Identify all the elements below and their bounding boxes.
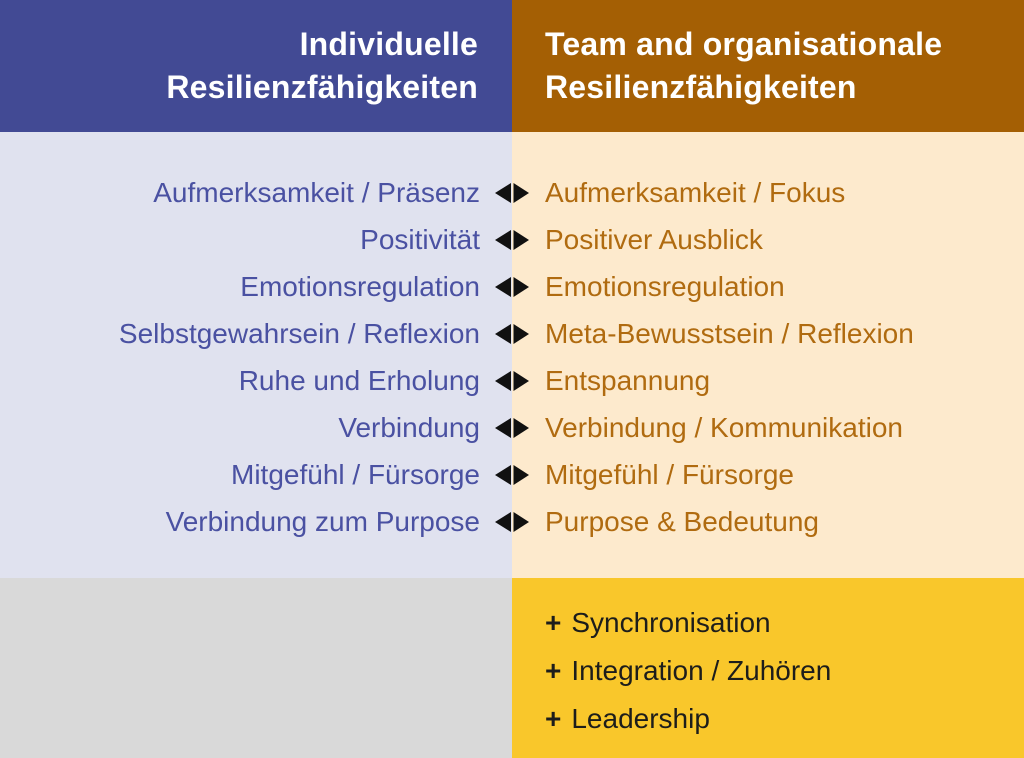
header-individual-line1: Individuelle bbox=[299, 26, 478, 62]
left-right-diamond-arrow-icon bbox=[480, 276, 544, 297]
header-team-org-line1: Team and organisationale bbox=[545, 26, 943, 62]
mapping-band: Aufmerksamkeit / Präsenz Aufmerksamkeit … bbox=[0, 132, 1024, 578]
mapping-row: Verbindung zum Purpose Purpose & Bedeutu… bbox=[0, 498, 1024, 545]
left-right-diamond-arrow-icon bbox=[480, 182, 544, 203]
individual-skill-label: Positivität bbox=[360, 223, 480, 255]
team-addition-label: Integration / Zuhören bbox=[571, 655, 832, 686]
left-right-diamond-arrow-icon bbox=[480, 417, 544, 438]
team-addition-label: Synchronisation bbox=[571, 607, 771, 638]
mapping-row: Aufmerksamkeit / Präsenz Aufmerksamkeit … bbox=[0, 169, 1024, 216]
left-right-diamond-arrow-icon bbox=[480, 323, 544, 344]
team-skill-label: Meta-Bewusstsein / Reflexion bbox=[545, 317, 914, 349]
team-skill-label: Emotionsregulation bbox=[545, 270, 785, 302]
team-skill-label: Mitgefühl / Fürsorge bbox=[545, 458, 794, 490]
header-individual-line2: Resilienzfähigkeiten bbox=[166, 69, 478, 105]
plus-icon: + bbox=[545, 607, 562, 638]
team-skill-label: Entspannung bbox=[545, 364, 711, 396]
header-team-org-line2: Resilienzfähigkeiten bbox=[545, 69, 857, 105]
plus-icon: + bbox=[545, 703, 562, 734]
individual-skill-label: Verbindung bbox=[338, 411, 480, 443]
plus-icon: + bbox=[545, 655, 562, 686]
team-addition-item: + Integration / Zuhören bbox=[0, 647, 1024, 695]
individual-skill-label: Emotionsregulation bbox=[240, 270, 480, 302]
individual-skill-label: Mitgefühl / Fürsorge bbox=[231, 458, 480, 490]
mapping-row: Positivität Positiver Ausblick bbox=[0, 216, 1024, 263]
team-additions-band: + Synchronisation + Integration / Zuhöre… bbox=[0, 578, 1024, 758]
mapping-row: Selbstgewahrsein / Reflexion Meta-Bewuss… bbox=[0, 310, 1024, 357]
team-addition-item: + Leadership bbox=[0, 695, 1024, 743]
team-skill-label: Aufmerksamkeit / Fokus bbox=[545, 176, 846, 208]
individual-skill-label: Selbstgewahrsein / Reflexion bbox=[118, 317, 480, 349]
team-addition-item: + Synchronisation bbox=[0, 599, 1024, 647]
header-individual: Individuelle Resilienzfähigkeiten bbox=[0, 0, 512, 132]
team-addition-label: Leadership bbox=[571, 703, 710, 734]
mapping-row: Verbindung Verbindung / Kommunikation bbox=[0, 404, 1024, 451]
team-skill-label: Verbindung / Kommunikation bbox=[545, 411, 903, 443]
left-right-diamond-arrow-icon bbox=[480, 464, 544, 485]
header-team-org: Team and organisationale Resilienzfähigk… bbox=[512, 0, 1024, 132]
individual-skill-label: Verbindung zum Purpose bbox=[165, 505, 480, 537]
left-right-diamond-arrow-icon bbox=[480, 370, 544, 391]
left-right-diamond-arrow-icon bbox=[480, 229, 544, 250]
header-band: Individuelle Resilienzfähigkeiten Team a… bbox=[0, 0, 1024, 132]
mapping-row: Emotionsregulation Emotionsregulation bbox=[0, 263, 1024, 310]
team-skill-label: Purpose & Bedeutung bbox=[545, 505, 819, 537]
mapping-row: Ruhe und Erholung Entspannung bbox=[0, 357, 1024, 404]
team-skill-label: Positiver Ausblick bbox=[545, 223, 763, 255]
individual-skill-label: Aufmerksamkeit / Präsenz bbox=[153, 176, 480, 208]
mapping-row: Mitgefühl / Fürsorge Mitgefühl / Fürsorg… bbox=[0, 451, 1024, 498]
left-right-diamond-arrow-icon bbox=[480, 511, 544, 532]
individual-skill-label: Ruhe und Erholung bbox=[238, 364, 480, 396]
